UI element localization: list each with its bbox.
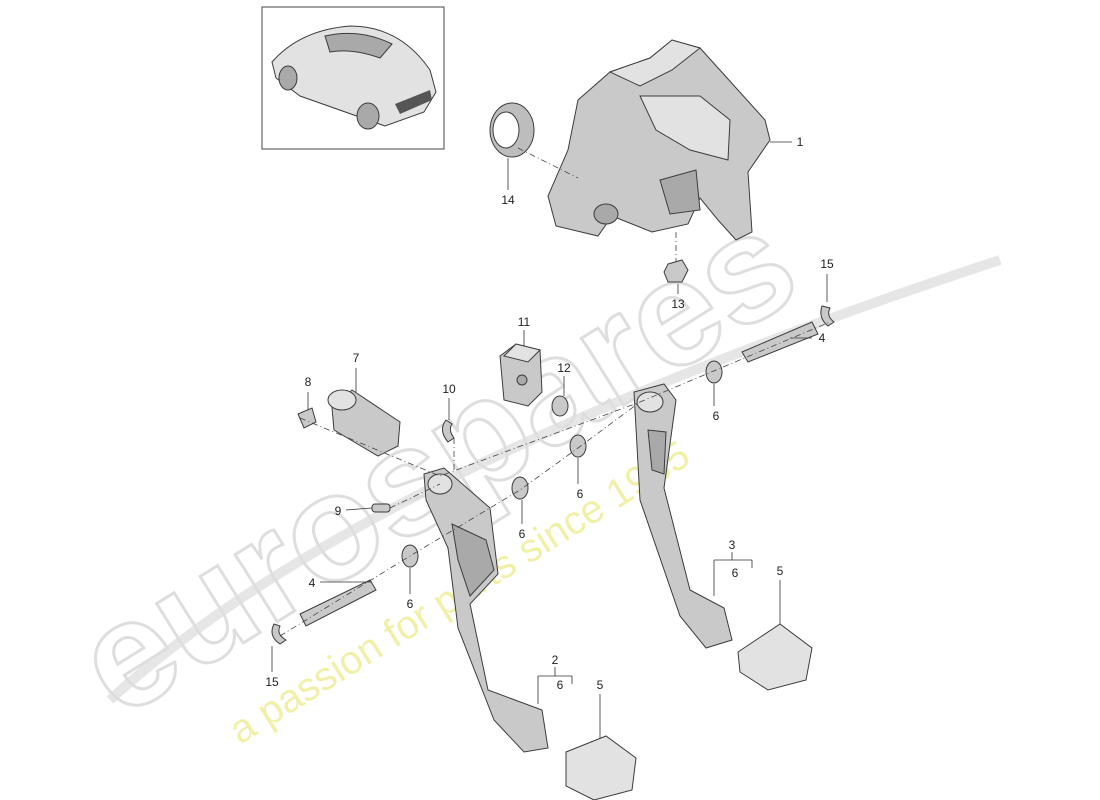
ring-inner [492, 111, 520, 149]
pedal-arm-right [633, 383, 733, 649]
callout-15-bottom: 15 [265, 675, 279, 689]
part-4-shaft-bottom [299, 579, 377, 627]
part-7-actuator [327, 389, 401, 457]
sensor-port [516, 374, 528, 386]
part-8-clip [297, 407, 317, 429]
watermark: eurospares a passion for parts since 198… [46, 175, 1002, 753]
right-pedal-lever [633, 383, 733, 649]
callout-2-sub: 6 [557, 678, 564, 692]
watermark-brand: eurospares [48, 176, 823, 747]
sensor-top [503, 343, 541, 363]
car-rear-wheel [356, 102, 380, 130]
left-pedal-ribs [451, 523, 495, 597]
right-pedal-pivot [636, 391, 664, 413]
callout-6-c: 6 [519, 527, 526, 541]
car-front-wheel [278, 65, 298, 91]
callout-6-d: 6 [407, 597, 414, 611]
car-rear-light [395, 90, 432, 114]
car-roof [324, 32, 393, 59]
assembly-lines [279, 147, 831, 637]
part-4-shaft-top [741, 321, 819, 363]
right-pedal-web [647, 429, 667, 475]
callout-11: 11 [518, 315, 531, 329]
part-11-sensor [499, 343, 543, 407]
leader-9 [345, 507, 373, 511]
part-5-pad-right [737, 623, 813, 691]
callout-8: 8 [305, 375, 312, 389]
car-thumbnail [261, 6, 445, 150]
callout-5-right: 5 [777, 564, 784, 578]
bracket-boss [593, 203, 619, 225]
callout-6-b: 6 [577, 487, 584, 501]
bracket-top-face [608, 39, 702, 87]
callout-4-bottom: 4 [309, 576, 316, 590]
dash-ring-bracket [517, 147, 579, 179]
part-15-circlip-bottom [271, 623, 287, 645]
part-12-cap [551, 395, 569, 417]
part-14-ring [489, 102, 535, 158]
callout-9: 9 [335, 504, 342, 518]
leader-lines [271, 141, 828, 738]
dash-pin [389, 483, 441, 509]
callout-4-top: 4 [819, 331, 826, 345]
callout-15-top: 15 [820, 257, 834, 271]
part-13-nut [663, 259, 689, 283]
callout-2: 2 [552, 653, 559, 667]
callout-14: 14 [501, 193, 515, 207]
bracket-inner-face [639, 95, 731, 161]
callout-13: 13 [671, 297, 685, 311]
callout-5-left: 5 [597, 678, 604, 692]
callout-10: 10 [442, 382, 456, 396]
watermark-swoosh [106, 255, 1002, 704]
part-6-bushing-c [511, 476, 529, 500]
part-6-bushing-b [569, 434, 587, 458]
actuator-end [327, 389, 357, 411]
callout-6-a: 6 [713, 409, 720, 423]
callout-1: 1 [797, 135, 804, 149]
leader-3-bracket [713, 552, 753, 568]
part-1-pedal-bracket [547, 39, 771, 241]
callouts: 1 14 13 15 4 11 12 6 6 6 6 7 8 10 9 4 15… [265, 135, 834, 692]
part-15-circlip-top [820, 305, 835, 327]
dash-lower-axis [279, 401, 641, 637]
part-5-pad-left [565, 735, 637, 800]
callout-3-sub: 6 [732, 566, 739, 580]
part-9-pin [371, 503, 391, 513]
car-body [271, 25, 437, 127]
callout-12: 12 [557, 361, 571, 375]
bracket-web [659, 169, 701, 215]
callout-7: 7 [353, 351, 360, 365]
part-6-bushing-a [705, 360, 723, 384]
callout-3: 3 [729, 538, 736, 552]
leader-2-bracket [537, 667, 573, 684]
